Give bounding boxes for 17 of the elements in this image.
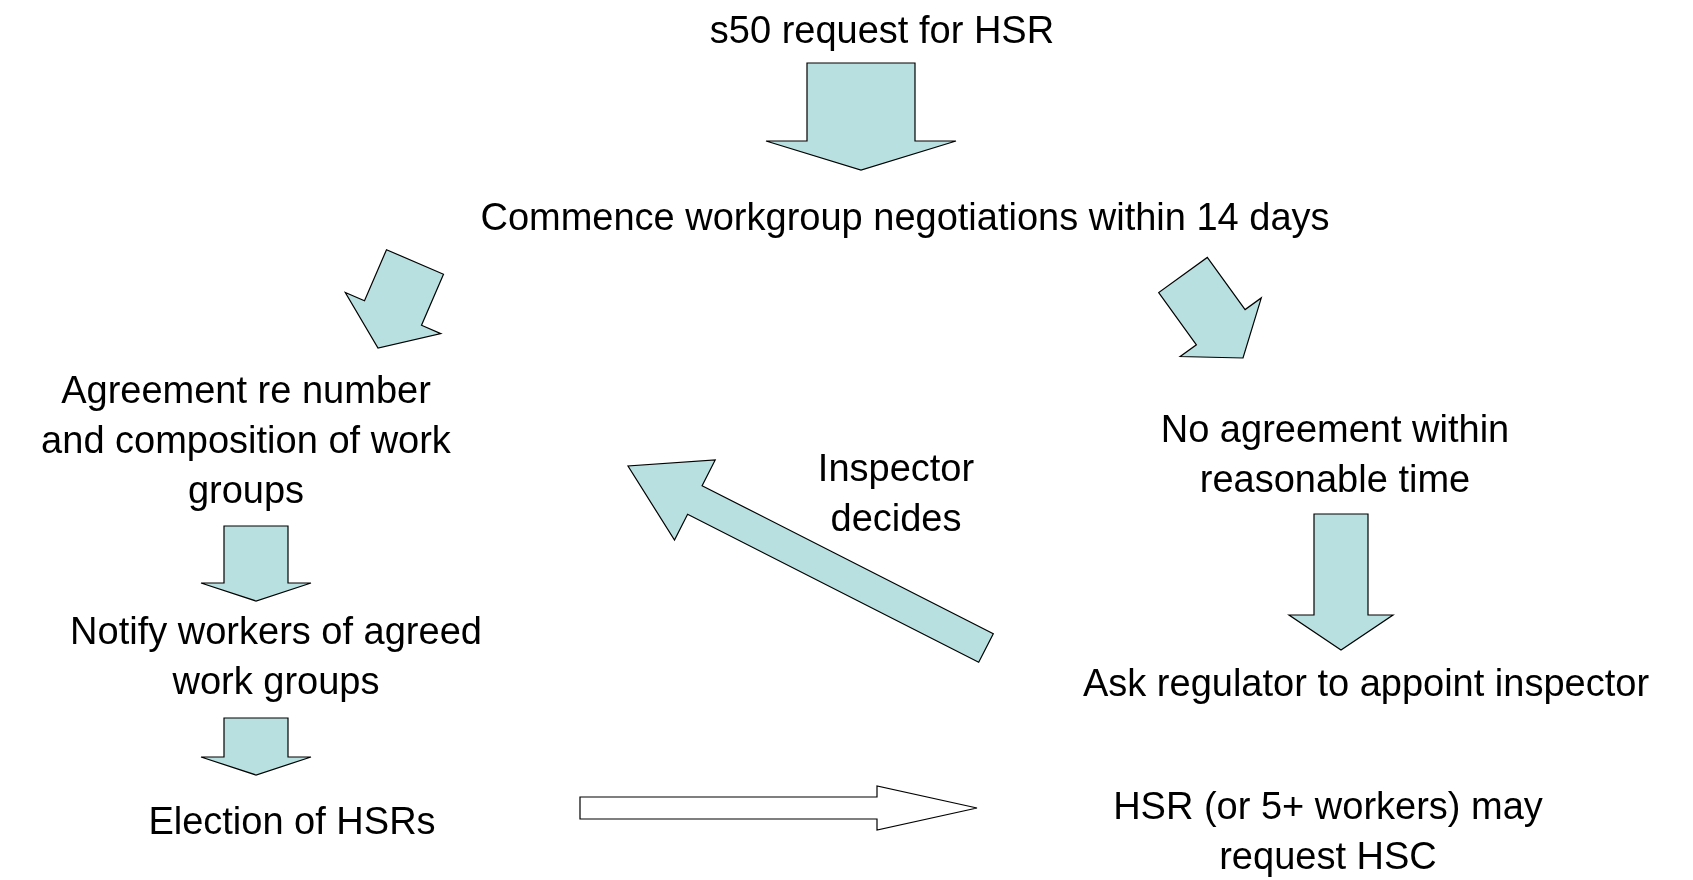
step-text: Agreement re number and composition of work groups	[36, 365, 456, 515]
block-arrow	[579, 785, 978, 831]
block-arrow	[343, 248, 445, 349]
step-text: No agreement within reasonable time	[1125, 404, 1545, 504]
edge-label: Inspector decides	[816, 446, 976, 541]
block-arrow	[200, 717, 312, 776]
block-arrow	[200, 525, 312, 602]
step-text: Commence workgroup negotiations within 14 days	[405, 192, 1405, 242]
step-text: s50 request for HSR	[632, 5, 1132, 55]
step-text: HSR (or 5+ workers) may request HSC	[1068, 781, 1588, 880]
block-arrow	[1287, 513, 1395, 651]
step-text: Notify workers of agreed work groups	[36, 606, 516, 706]
block-arrow	[1157, 256, 1263, 359]
step-text: Election of HSRs	[112, 796, 472, 846]
block-arrow	[765, 62, 957, 171]
block-arrow	[626, 459, 995, 664]
step-text: Ask regulator to appoint inspector	[1036, 658, 1693, 708]
